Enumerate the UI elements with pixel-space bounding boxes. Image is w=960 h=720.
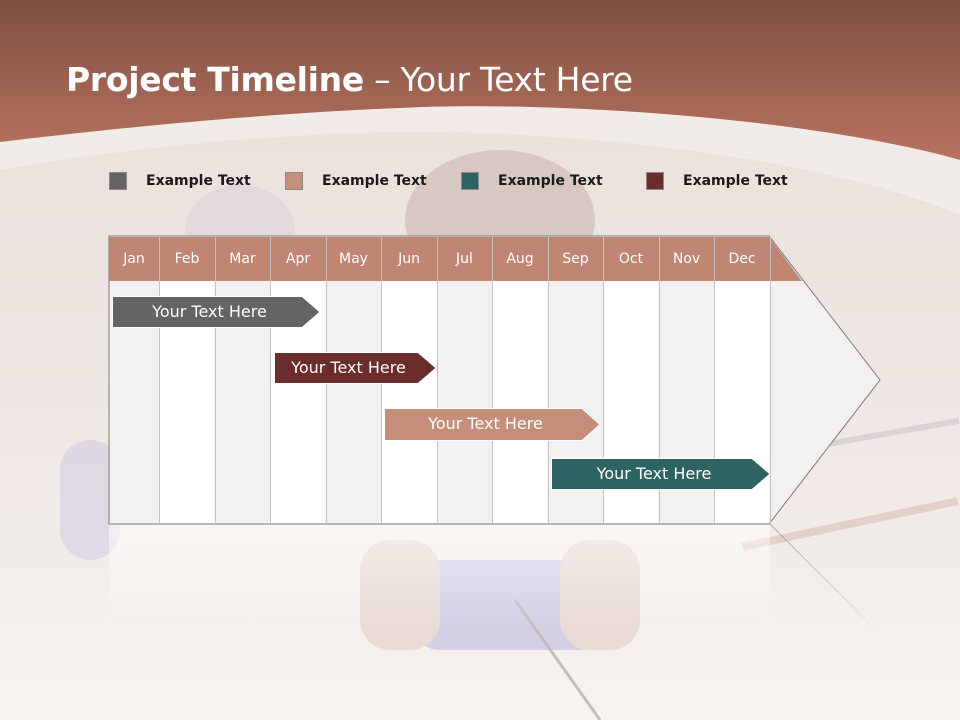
task-label: Your Text Here [152,302,267,321]
month-column [492,281,548,523]
task-bar[interactable]: Your Text Here [274,352,437,384]
task-label: Your Text Here [428,414,543,433]
month-apr: Apr [285,251,311,267]
slide-title: Project Timeline – Your Text Here [66,60,633,99]
month-column [437,281,492,523]
month-nov: Nov [672,251,701,267]
month-jan: Jan [123,251,145,267]
month-aug: Aug [506,251,534,267]
title-rest: – Your Text Here [363,60,633,99]
title-bold: Project Timeline [66,60,364,99]
legend-item: Example Text [285,170,427,192]
task-label: Your Text Here [596,464,712,483]
legend-swatch [109,172,127,190]
legend-label: Example Text [683,173,788,189]
month-jul: Jul [456,251,473,267]
month-mar: Mar [229,251,256,267]
month-header-bar [109,237,802,281]
month-column [381,281,437,523]
month-jun: Jun [398,251,420,267]
month-feb: Feb [174,251,200,267]
month-oct: Oct [618,251,644,267]
timeline-reflection [109,524,770,634]
task-bar[interactable]: Your Text Here [112,296,321,328]
task-label: Your Text Here [291,358,406,377]
month-column [326,281,381,523]
task-bar[interactable]: Your Text Here [551,458,771,490]
month-may: May [339,251,368,267]
task-bar[interactable]: Your Text Here [384,408,601,441]
month-sep: Sep [562,251,589,267]
legend-label: Example Text [322,173,427,189]
legend-label: Example Text [498,173,603,189]
legend-item: Example Text [109,170,251,192]
legend-swatch [461,172,479,190]
legend-swatch [285,172,303,190]
legend-item: Example Text [461,170,603,192]
legend-item: Example Text [646,170,788,192]
legend-label: Example Text [146,173,251,189]
month-dec: Dec [728,251,756,267]
legend-swatch [646,172,664,190]
